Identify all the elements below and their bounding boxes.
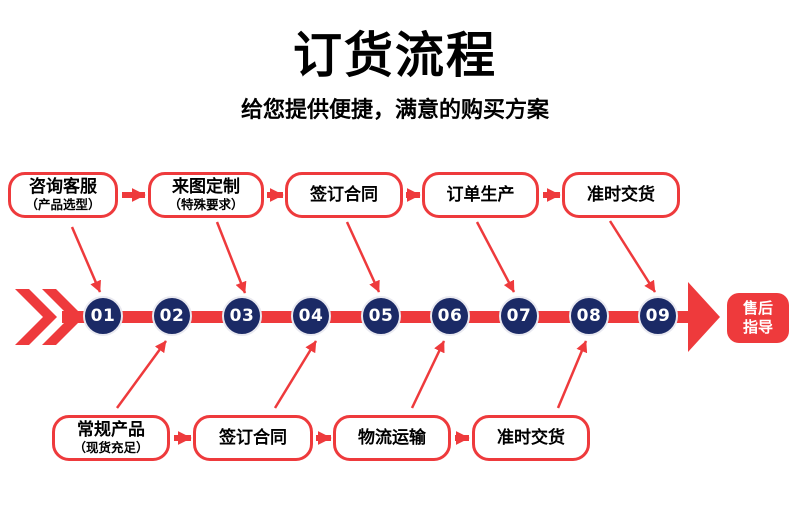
process-box-on-time-delivery-top: 准时交货 <box>562 172 680 218</box>
process-box-custom-drawing: 来图定制 （特殊要求） <box>148 172 264 218</box>
process-box-title: 物流运输 <box>358 427 426 448</box>
connector-arrow-down <box>70 226 102 293</box>
process-box-logistics: 物流运输 <box>333 415 451 461</box>
timeline-step-01: 01 <box>83 296 123 336</box>
page-title: 订货流程 <box>292 27 497 84</box>
process-box-subtitle: （特殊要求） <box>168 196 244 212</box>
timeline-step-number: 05 <box>368 306 394 326</box>
process-box-title: 来图定制 <box>172 177 240 198</box>
connector-arrow-up <box>556 340 588 409</box>
timeline-step-02: 02 <box>152 296 192 336</box>
process-box-standard-product: 常规产品 （现货充足） <box>52 415 170 461</box>
connector-arrow-down <box>608 220 657 293</box>
process-box-title: 常规产品 <box>77 420 145 441</box>
page-subtitle: 给您提供便捷，满意的购买方案 <box>240 98 549 123</box>
process-box-title: 咨询客服 <box>29 177 97 198</box>
timeline-step-09: 09 <box>638 296 678 336</box>
process-box-order-production: 订单生产 <box>422 172 539 218</box>
timeline-step-number: 09 <box>645 306 671 326</box>
process-box-sign-contract-top: 签订合同 <box>285 172 403 218</box>
process-box-on-time-delivery-bottom: 准时交货 <box>472 415 590 461</box>
chevron-right-icon <box>15 289 57 345</box>
connector-arrow-down <box>215 221 247 294</box>
timeline-step-number: 06 <box>437 306 463 326</box>
timeline-step-number: 01 <box>90 306 116 326</box>
process-box-title: 订单生产 <box>446 184 515 205</box>
timeline-step-number: 03 <box>229 306 255 326</box>
timeline-step-05: 05 <box>361 296 401 336</box>
timeline-step-03: 03 <box>222 296 262 336</box>
after-sales-guidance-badge: 售后 指导 <box>727 293 789 343</box>
timeline-step-number: 02 <box>159 306 185 326</box>
process-box-sign-contract-bottom: 签订合同 <box>193 415 313 461</box>
process-box-subtitle: （现货充足） <box>73 439 149 455</box>
timeline-step-04: 04 <box>291 296 331 336</box>
timeline-step-07: 07 <box>499 296 539 336</box>
connector-arrow-down <box>345 221 381 293</box>
connector-arrow-up <box>115 340 168 409</box>
connector-arrow-up <box>273 340 318 409</box>
process-box-title: 签订合同 <box>310 184 378 205</box>
process-box-title: 准时交货 <box>497 427 565 448</box>
timeline-step-number: 08 <box>576 306 602 326</box>
process-box-title: 签订合同 <box>219 427 287 448</box>
connector-arrow-down <box>475 221 516 293</box>
timeline-step-08: 08 <box>569 296 609 336</box>
timeline-step-06: 06 <box>430 296 470 336</box>
process-box-subtitle: （产品选型） <box>25 196 101 212</box>
connector-arrow-up <box>410 340 446 409</box>
timeline-step-number: 04 <box>298 306 324 326</box>
process-box-consult: 咨询客服 （产品选型） <box>8 172 118 218</box>
timeline-step-number: 07 <box>506 306 532 326</box>
timeline-arrowhead-icon <box>688 282 720 352</box>
process-box-title: 准时交货 <box>587 184 655 205</box>
